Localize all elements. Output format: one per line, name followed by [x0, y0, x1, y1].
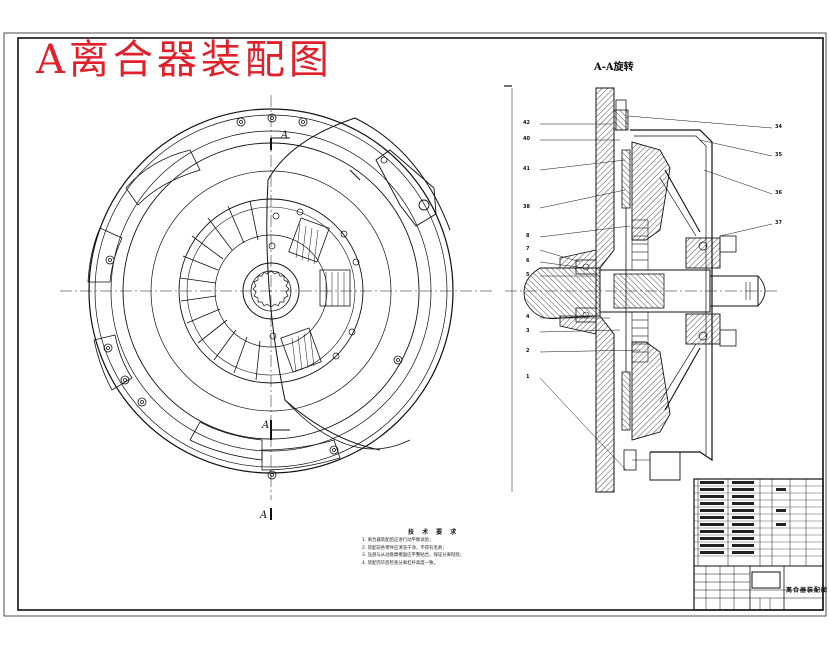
leader-label: 6	[526, 258, 530, 264]
tech-requirements-heading: 技 术 要 求	[408, 529, 460, 536]
section-view	[504, 85, 780, 493]
section-letter-top: A	[281, 130, 289, 141]
inner-frame	[17, 37, 824, 611]
leader-label: 3	[526, 328, 530, 334]
drawing-title-overlay: A离合器装配图	[36, 37, 333, 83]
title-block-drawing-name: 离合器装配图	[786, 587, 829, 594]
section-view-title: A-A旋转	[594, 62, 634, 73]
leader-label: 38	[523, 204, 530, 210]
leader-label: 42	[523, 120, 530, 126]
leader-label: 8	[526, 233, 530, 239]
leader-label: 37	[775, 220, 782, 226]
leader-label: 40	[523, 136, 530, 142]
section-letter-middle: A	[262, 420, 270, 431]
leader-label: 1	[526, 374, 530, 380]
leader-label: 7	[526, 246, 530, 252]
leader-label: 5	[526, 272, 530, 278]
section-letter-bottom: A	[260, 510, 268, 521]
leader-label: 2	[526, 348, 530, 354]
tech-requirement-item: 2. 装配前各零件应清洗干净，不得有毛刺；	[362, 545, 447, 551]
outer-border	[3, 32, 827, 617]
leader-label: 36	[775, 190, 782, 196]
tech-requirement-item: 1. 离合器装配后应进行动平衡试验；	[362, 538, 434, 543]
tech-requirement-item: 3. 压盘与从动盘摩擦面应平整贴合，保证分离彻底；	[362, 553, 465, 558]
tech-requirements-list: 1. 离合器装配后应进行动平衡试验； 2. 装配前各零件应清洗干净，不得有毛刺；…	[362, 537, 522, 567]
leader-label: 34	[775, 124, 782, 130]
leader-label: 4	[526, 314, 530, 320]
tech-requirement-item: 4. 装配完毕后检查分离杠杆高度一致。	[362, 560, 438, 566]
leader-label: 35	[775, 152, 782, 158]
title-block	[693, 478, 824, 611]
leader-label: 41	[523, 166, 530, 172]
front-view	[60, 95, 495, 520]
